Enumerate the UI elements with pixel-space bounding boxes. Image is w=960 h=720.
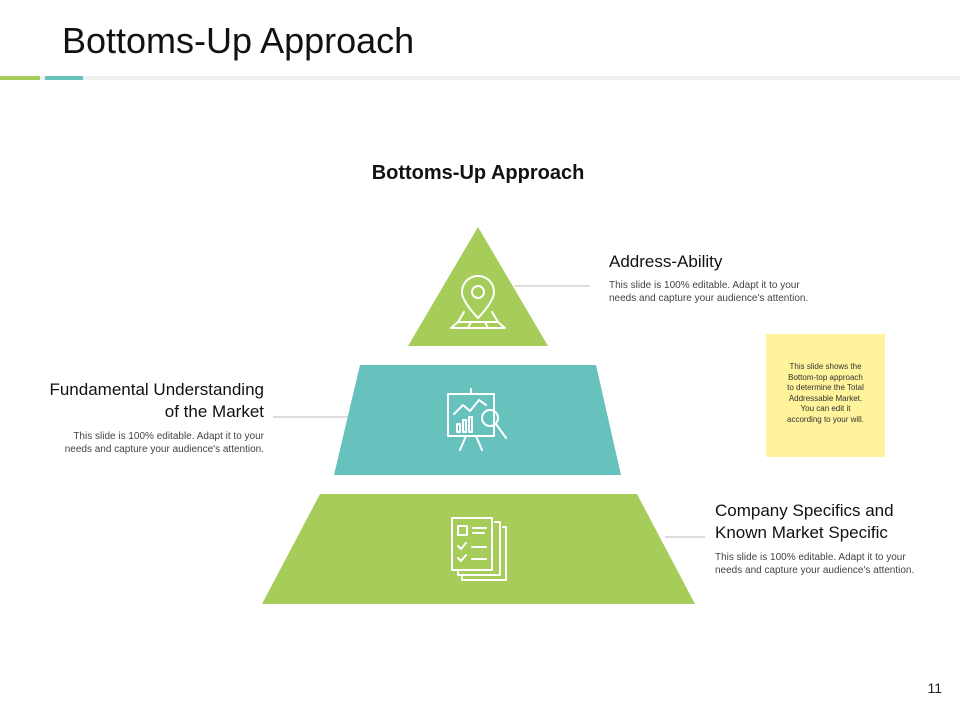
level-2-heading: Fundamental Understanding of the Market	[49, 380, 264, 421]
slide-title: Bottoms-Up Approach	[62, 20, 415, 61]
location-pin-map-icon	[450, 275, 506, 329]
level-2-description: This slide is 100% editable. Adapt it to…	[64, 431, 264, 455]
sticky-note: This slide shows the Bottom-top approach…	[766, 334, 885, 457]
sticky-note-line: This slide shows the	[789, 362, 862, 371]
sticky-note-line: Addressable Market.	[788, 393, 863, 403]
diagram-title: Bottoms-Up Approach	[371, 162, 585, 184]
page-number: 11	[927, 680, 942, 696]
sticky-note-line: to determine the Total	[787, 383, 864, 392]
document-checklist-icon	[451, 517, 507, 581]
level-3-description: This slide is 100% editable. Adapt it to…	[715, 552, 915, 576]
sticky-note-line: according to your will.	[787, 414, 864, 424]
pyramid-tier-middle	[334, 365, 621, 475]
sticky-note-line: Bottom-top approach	[788, 372, 863, 382]
title-divider	[0, 76, 960, 80]
level-1-description: This slide is 100% editable. Adapt it to…	[609, 280, 809, 304]
level-3-heading: Company Specifics and Known Market Speci…	[715, 501, 894, 542]
sticky-note-line: You can edit it	[800, 404, 851, 413]
title-accent-teal	[45, 76, 83, 80]
title-accent-green	[0, 76, 40, 80]
presentation-analysis-icon	[447, 388, 507, 451]
level-1-heading: Address-Ability	[609, 252, 723, 271]
pyramid-tier-bottom	[262, 494, 695, 604]
